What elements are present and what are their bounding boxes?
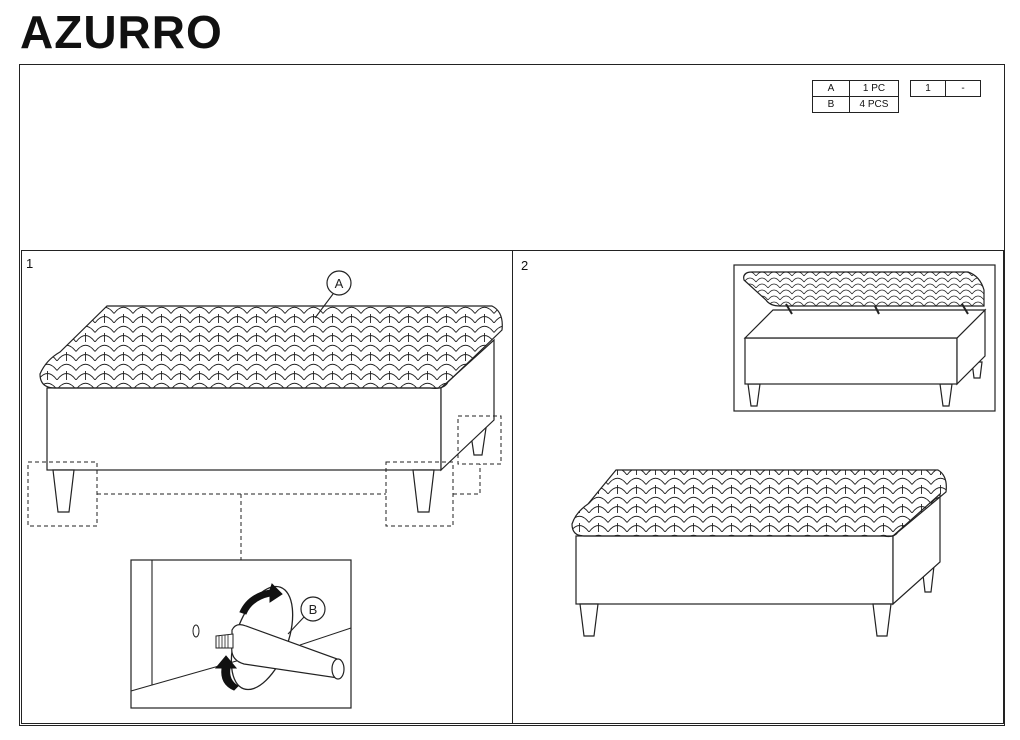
bench-body-front xyxy=(46,387,442,471)
product-title: AZURRO xyxy=(20,6,223,58)
part-qty: 4 PCS xyxy=(849,96,899,113)
open-bench-inset xyxy=(733,264,996,412)
bench-body-side xyxy=(440,338,495,472)
quilted-top xyxy=(39,305,503,389)
rotate-arrow-icon xyxy=(239,583,283,615)
finished-quilted-top xyxy=(571,469,947,538)
leg-install-detail xyxy=(130,559,352,709)
finished-bench xyxy=(571,469,947,637)
callout-a: A xyxy=(314,270,352,319)
step-2-panel xyxy=(512,250,1004,724)
leg-detail-guides xyxy=(27,415,502,560)
callout-a-label: A xyxy=(335,276,344,291)
leg-bolt xyxy=(215,633,234,649)
parts-table: A 1 PC B 4 PCS xyxy=(812,80,899,113)
step-1-bench xyxy=(39,305,503,513)
callout-b-label: B xyxy=(309,602,318,617)
front-leg-right xyxy=(412,469,435,513)
step-2-number: 2 xyxy=(521,258,529,273)
page-total: - xyxy=(945,80,981,97)
part-letter: B xyxy=(812,96,850,113)
rotate-arrow-icon xyxy=(214,655,239,691)
step-1-number: 1 xyxy=(26,256,34,271)
callout-b: B xyxy=(287,596,326,635)
parts-row: B 4 PCS xyxy=(812,96,899,113)
open-lid xyxy=(743,271,985,307)
screw-hole xyxy=(192,624,200,638)
instruction-frame xyxy=(19,64,1005,726)
front-leg-left xyxy=(52,469,75,513)
page-indicator: 1 - xyxy=(910,80,981,97)
